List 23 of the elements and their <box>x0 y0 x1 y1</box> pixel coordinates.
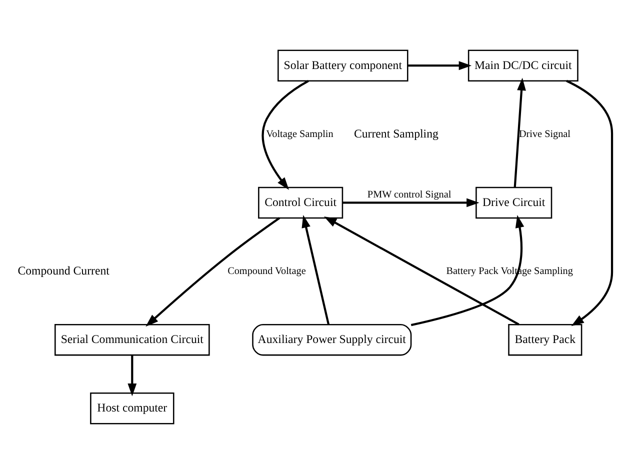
node-box: Auxiliary Power Supply circuit <box>252 323 412 356</box>
node-box: Solar Battery component <box>278 49 408 81</box>
arrow <box>128 354 137 396</box>
edge-label: PMW control Signal <box>367 188 452 200</box>
arrow <box>342 198 480 207</box>
node-box: Main DC/DC circuit <box>468 49 578 81</box>
node-box: Serial Communication Circuit <box>54 323 210 356</box>
edge-label: Compound Voltage <box>228 265 306 276</box>
label: Compound Current <box>18 262 110 277</box>
arrow <box>566 79 614 326</box>
node-box: Battery Pack <box>508 323 582 356</box>
node-box: Host computer <box>90 392 174 424</box>
node-box: Control Circuit <box>258 186 344 218</box>
arrow <box>408 60 472 70</box>
arrow <box>262 80 309 190</box>
edge-label: Voltage Samplin <box>266 128 334 140</box>
arrow <box>302 214 330 324</box>
node-box: Drive Circuit <box>476 186 552 218</box>
arrow <box>324 216 520 325</box>
label: Current Sampling <box>354 126 438 140</box>
arrow <box>410 214 524 326</box>
arrow <box>514 77 526 187</box>
arrow <box>146 216 280 326</box>
